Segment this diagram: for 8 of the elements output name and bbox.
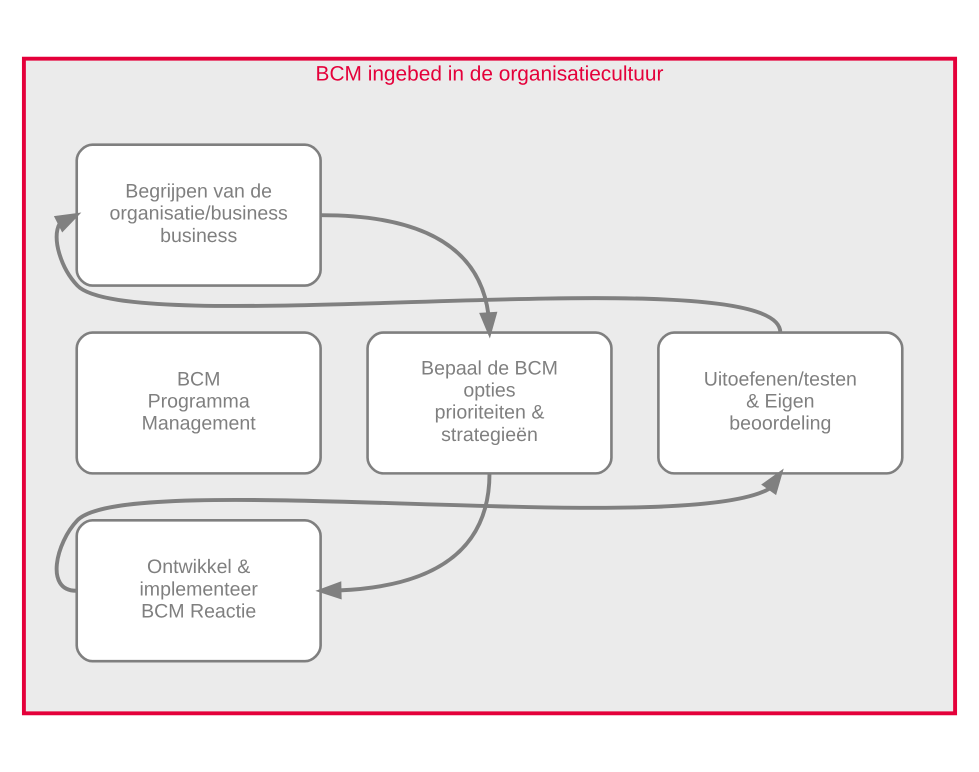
node-box: Begrijpen van de organisatie/business business [75,143,322,287]
node-box: Ontwikkel & implementeer BCM Reactie [75,519,322,662]
node-box: Bepaal de BCM opties prioriteiten & strategieën [366,331,613,475]
arrow [321,213,498,338]
arrow [54,212,782,334]
arrow [315,473,492,600]
node-box: Uitoefenen/testen & Eigen beoordeling [657,331,904,475]
node-box: BCM Programma Management [75,331,322,475]
